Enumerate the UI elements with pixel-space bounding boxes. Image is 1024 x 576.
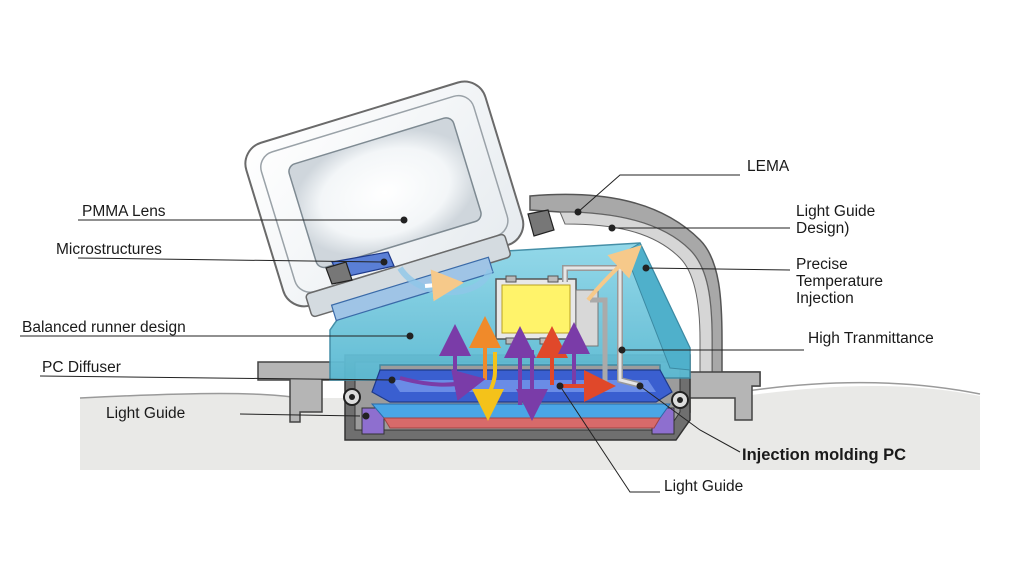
red-bottom-layer — [383, 417, 661, 429]
label-high-transmittance: High Tranmittance — [808, 330, 934, 347]
inner-diffuser-layer — [392, 380, 656, 392]
label-precise-temperature: Precise Temperature Injection — [796, 256, 884, 307]
pmma-lens-cover — [244, 80, 525, 322]
leader-lines — [20, 174, 804, 493]
screw-right — [671, 391, 689, 409]
label-balanced-runner: Balanced runner design — [22, 319, 186, 336]
label-pmma-lens: PMMA Lens — [82, 203, 166, 220]
label-light-guide-design: Light Guide Design) — [796, 203, 876, 237]
injection-flow-arrows — [399, 245, 642, 421]
label-light-guide-left: Light Guide — [106, 405, 186, 422]
label-pc-diffuser: PC Diffuser — [42, 359, 121, 376]
label-microstructures: Microstructures — [56, 241, 162, 258]
label-light-guide-bottom: Light Guide — [664, 478, 744, 495]
label-injection-molding: Injection molding PC — [742, 446, 907, 464]
label-lema: LEMA — [747, 158, 790, 175]
screw-left — [343, 388, 361, 406]
lower-guide-layer — [370, 403, 671, 419]
